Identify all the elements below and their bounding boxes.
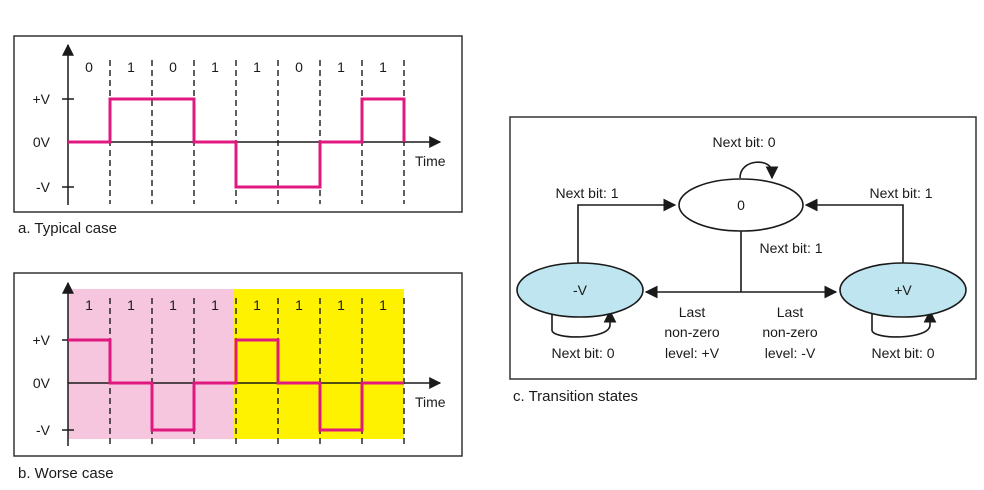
state-pos bbox=[839, 262, 967, 318]
bit-label: 1 bbox=[211, 59, 219, 75]
arrow-neg-to-zero bbox=[577, 198, 677, 265]
state-pos-label: +V bbox=[894, 282, 912, 298]
loop-pos-self bbox=[871, 309, 937, 338]
label-zero-self: Next bit: 0 bbox=[712, 134, 775, 150]
label-to-pos-line1: Last bbox=[777, 304, 804, 320]
label-neg-self: Next bit: 0 bbox=[551, 345, 614, 361]
label-pos-to-zero: Next bit: 1 bbox=[869, 185, 932, 201]
bit-label: 1 bbox=[379, 59, 387, 75]
bit-label: 1 bbox=[337, 297, 345, 313]
bit-label: 1 bbox=[127, 59, 135, 75]
panel-a-background bbox=[68, 52, 408, 202]
panel-c-caption: c. Transition states bbox=[513, 388, 638, 405]
state-zero bbox=[678, 178, 804, 232]
arrow-pos-to-zero bbox=[804, 198, 904, 265]
panel-b-caption: b. Worse case bbox=[18, 465, 114, 482]
bit-label: 1 bbox=[253, 59, 261, 75]
panel-a-neg-label: -V bbox=[36, 179, 51, 195]
label-to-neg-line3: level: +V bbox=[665, 345, 720, 361]
panel-b-bit-labels: 1 1 1 1 1 1 1 1 bbox=[85, 297, 387, 313]
bit-label: 1 bbox=[85, 297, 93, 313]
state-neg bbox=[516, 262, 644, 318]
panel-b-time-label: Time bbox=[415, 394, 446, 410]
panel-a-pos-label: +V bbox=[32, 91, 50, 107]
panel-a-bit-labels: 0 1 0 1 1 0 1 1 bbox=[85, 59, 387, 75]
label-pos-self: Next bit: 0 bbox=[871, 345, 934, 361]
loop-zero-self bbox=[739, 161, 779, 180]
bit-label: 1 bbox=[379, 297, 387, 313]
panel-transition-states: 0 -V +V Next bit: 0 Next bit: 1 Next bit… bbox=[509, 116, 977, 405]
bit-label: 1 bbox=[169, 297, 177, 313]
label-to-neg-line1: Last bbox=[679, 304, 706, 320]
bit-label: 0 bbox=[295, 59, 303, 75]
label-to-neg-line2: non-zero bbox=[664, 324, 719, 340]
label-neg-to-zero: Next bit: 1 bbox=[555, 185, 618, 201]
bit-label: 1 bbox=[127, 297, 135, 313]
bit-label: 1 bbox=[337, 59, 345, 75]
panel-b-zero-label: 0V bbox=[33, 375, 51, 391]
panel-a-signal bbox=[68, 97, 406, 189]
loop-neg-self bbox=[551, 309, 617, 338]
bit-label: 0 bbox=[169, 59, 177, 75]
bit-label: 1 bbox=[295, 297, 303, 313]
panel-worse-case: 1 1 1 1 1 1 1 1 +V 0V -V Time b. Worse case bbox=[13, 272, 463, 482]
panel-a-caption: a. Typical case bbox=[18, 220, 117, 237]
panel-a-time-label: Time bbox=[415, 153, 446, 169]
bit-label: 1 bbox=[253, 297, 261, 313]
state-neg-label: -V bbox=[573, 282, 588, 298]
panel-c-frame bbox=[509, 116, 977, 380]
panel-b-neg-label: -V bbox=[36, 422, 51, 438]
label-to-pos-line2: non-zero bbox=[762, 324, 817, 340]
bit-label: 1 bbox=[211, 297, 219, 313]
label-zero-down: Next bit: 1 bbox=[759, 240, 822, 256]
label-to-pos-line3: level: -V bbox=[765, 345, 816, 361]
panel-b-pos-label: +V bbox=[32, 332, 50, 348]
panel-a-zero-label: 0V bbox=[33, 134, 51, 150]
panel-typical-case: 0 1 0 1 1 0 1 1 +V 0V -V Time a. Typical case bbox=[13, 35, 463, 237]
panel-b-signal bbox=[68, 338, 404, 432]
bit-label: 0 bbox=[85, 59, 93, 75]
state-zero-label: 0 bbox=[737, 197, 745, 213]
